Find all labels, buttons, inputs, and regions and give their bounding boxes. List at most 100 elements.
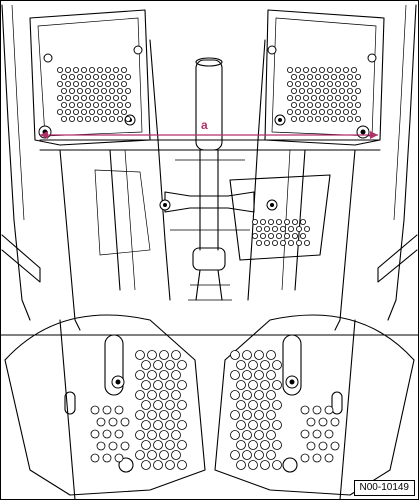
perforation-hole	[65, 81, 72, 88]
perforation-hole	[105, 81, 112, 88]
perforation-hole	[89, 81, 96, 88]
perforation-hole	[242, 430, 252, 440]
perforation-hole	[90, 429, 100, 439]
perforation-hole	[135, 350, 145, 360]
perforation-hole	[57, 95, 64, 102]
perforation-hole	[135, 450, 145, 460]
perforation-hole	[159, 430, 169, 440]
perforation-hole	[330, 88, 337, 95]
perforation-hole	[346, 116, 353, 123]
perforation-hole	[117, 88, 124, 95]
perforation-hole	[303, 239, 310, 246]
perforation-hole	[113, 109, 120, 116]
perforation-hole	[120, 441, 130, 451]
perforation-hole	[275, 218, 282, 225]
perforation-hole	[306, 74, 313, 81]
perforation-hole	[165, 440, 175, 450]
perforation-hole	[255, 239, 262, 246]
perforation-hole	[312, 405, 322, 415]
perforation-hole	[85, 88, 92, 95]
perforation-hole	[109, 74, 116, 81]
perforation-hole	[101, 74, 108, 81]
perforation-hole	[171, 430, 181, 440]
perforation-hole	[165, 380, 175, 390]
exhaust-pipe-upper	[195, 59, 223, 151]
perforation-hole	[153, 440, 163, 450]
perforation-hole	[350, 81, 357, 88]
perforation-hole	[338, 74, 345, 81]
perforation-hole	[125, 88, 132, 95]
perforation-hole	[89, 95, 96, 102]
perforation-hole	[306, 417, 316, 427]
perforation-hole	[153, 400, 163, 410]
tunnel-right-wall	[247, 39, 266, 301]
perforation-holes	[57, 67, 361, 470]
perforation-hole	[322, 102, 329, 109]
perforation-hole	[101, 88, 108, 95]
perforation-hole	[97, 95, 104, 102]
perforation-hole	[230, 450, 240, 460]
perforation-hole	[254, 390, 264, 400]
perforation-hole	[230, 370, 240, 380]
perforation-hole	[271, 239, 278, 246]
perforation-hole	[102, 453, 112, 463]
perforation-hole	[260, 400, 270, 410]
perforation-hole	[330, 116, 337, 123]
perforation-hole	[306, 102, 313, 109]
perforation-hole	[294, 67, 301, 74]
perforation-hole	[153, 420, 163, 430]
perforation-hole	[117, 102, 124, 109]
perforation-hole	[73, 67, 80, 74]
perforation-hole	[171, 450, 181, 460]
perforation-hole	[101, 102, 108, 109]
perforation-hole	[310, 109, 317, 116]
perforation-hole	[300, 405, 310, 415]
perforation-hole	[120, 417, 130, 427]
perforation-hole	[322, 74, 329, 81]
perforation-hole	[354, 74, 361, 81]
perforation-hole	[141, 360, 151, 370]
perforation-hole	[350, 95, 357, 102]
perforation-hole	[97, 67, 104, 74]
perforation-hole	[57, 67, 64, 74]
perforation-hole	[334, 95, 341, 102]
dimension-label: a	[201, 118, 208, 132]
perforation-hole	[318, 81, 325, 88]
perforation-hole	[330, 102, 337, 109]
perforation-hole	[135, 410, 145, 420]
perforation-hole	[242, 450, 252, 460]
perforation-hole	[135, 370, 145, 380]
perforation-hole	[230, 350, 240, 360]
perforation-hole	[65, 95, 72, 102]
perforation-hole	[263, 225, 270, 232]
perforation-hole	[242, 390, 252, 400]
exhaust-muffler	[192, 247, 226, 271]
perforation-hole	[324, 429, 334, 439]
perforation-hole	[97, 109, 104, 116]
perforation-hole	[272, 380, 282, 390]
perforation-hole	[254, 410, 264, 420]
perforation-hole	[322, 116, 329, 123]
perforation-hole	[248, 400, 258, 410]
perforation-hole	[89, 109, 96, 116]
perforation-hole	[310, 67, 317, 74]
perforation-hole	[121, 95, 128, 102]
perforation-hole	[330, 441, 340, 451]
perforation-hole	[114, 429, 124, 439]
perforation-hole	[259, 232, 266, 239]
perforation-hole	[77, 116, 84, 123]
perforation-hole	[326, 95, 333, 102]
perforation-hole	[318, 95, 325, 102]
perforation-hole	[318, 109, 325, 116]
perforation-hole	[57, 109, 64, 116]
perforation-hole	[260, 360, 270, 370]
perforation-hole	[298, 88, 305, 95]
perforation-hole	[266, 410, 276, 420]
perforation-hole	[177, 420, 187, 430]
perforation-hole	[290, 102, 297, 109]
perforation-hole	[69, 74, 76, 81]
perforation-hole	[61, 88, 68, 95]
left-heat-shield	[29, 9, 151, 146]
perforation-hole	[326, 81, 333, 88]
perforation-hole	[326, 67, 333, 74]
